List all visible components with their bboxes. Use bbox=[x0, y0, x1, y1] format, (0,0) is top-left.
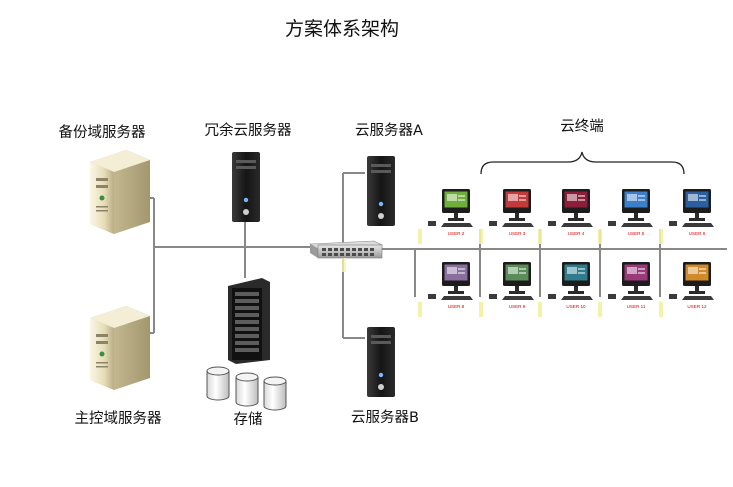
keyboard-icon bbox=[682, 223, 714, 227]
cloud-server-a-icon bbox=[367, 156, 395, 226]
keyboard-icon bbox=[441, 296, 473, 300]
thin-client-box bbox=[428, 294, 436, 299]
cloud-terminal: USER 12 bbox=[659, 262, 714, 317]
terminal-label: USER 5 bbox=[628, 231, 645, 236]
page-title: 方案体系架构 bbox=[285, 18, 399, 40]
thin-client-box bbox=[548, 221, 556, 226]
thin-client-box bbox=[428, 221, 436, 226]
main-server-label: 主控域服务器 bbox=[75, 410, 162, 427]
storage-disk-icon bbox=[263, 376, 287, 411]
cloud-terminal: USER 4 bbox=[538, 189, 593, 244]
cloud-terminal: USER 3 bbox=[479, 189, 534, 244]
cloud-terminal: USER 6 bbox=[659, 189, 714, 244]
keyboard-icon bbox=[502, 223, 534, 227]
terminal-label: USER 12 bbox=[687, 304, 707, 309]
thin-client-box bbox=[489, 221, 497, 226]
keyboard-icon bbox=[621, 223, 653, 227]
terminal-label: USER 6 bbox=[689, 231, 706, 236]
cloud-terminal: USER 2 bbox=[418, 189, 473, 244]
network-switch-icon bbox=[309, 240, 384, 272]
cloud-terminal: USER 9 bbox=[479, 262, 534, 317]
backup-server-icon bbox=[90, 150, 150, 234]
cloud-terminal: USER 5 bbox=[598, 189, 653, 244]
terminal-label: USER 3 bbox=[509, 231, 526, 236]
terminals-brace bbox=[480, 151, 685, 175]
keyboard-icon bbox=[502, 296, 534, 300]
cloud-terminals-label: 云终端 bbox=[560, 118, 604, 135]
cloud-terminal: USER 8 bbox=[418, 262, 473, 317]
terminal-label: USER 9 bbox=[509, 304, 526, 309]
keyboard-icon bbox=[682, 296, 714, 300]
storage-rack-icon bbox=[228, 278, 270, 364]
redundant-cloud-label: 冗余云服务器 bbox=[205, 121, 292, 139]
network-lines bbox=[148, 172, 727, 339]
cloud-terminal: USER 11 bbox=[598, 262, 653, 317]
keyboard-icon bbox=[561, 223, 593, 227]
storage-disk-icon bbox=[235, 372, 259, 407]
keyboard-icon bbox=[561, 296, 593, 300]
terminal-label: USER 2 bbox=[448, 231, 465, 236]
cloud-server-a-label: 云服务器A bbox=[355, 122, 423, 139]
terminals-group: USER 2 USER 3 USER 4 USER 5 USER 6 USER 8 USER… bbox=[418, 189, 714, 317]
thin-client-box bbox=[608, 221, 616, 226]
terminal-label: USER 11 bbox=[627, 304, 646, 309]
cloud-server-b-icon bbox=[367, 327, 395, 397]
thin-client-box bbox=[489, 294, 497, 299]
thin-client-box bbox=[608, 294, 616, 299]
redundant-cloud-server-icon bbox=[232, 152, 260, 222]
thin-client-box bbox=[669, 221, 677, 226]
cloud-server-b-label: 云服务器B bbox=[351, 409, 419, 426]
keyboard-icon bbox=[621, 296, 653, 300]
thin-client-box bbox=[669, 294, 677, 299]
thin-client-box bbox=[548, 294, 556, 299]
main-server-icon bbox=[90, 306, 150, 390]
keyboard-icon bbox=[441, 223, 473, 227]
terminal-label: USER 10 bbox=[566, 304, 586, 309]
terminal-label: USER 4 bbox=[568, 231, 585, 236]
storage-disk-icon bbox=[206, 366, 230, 401]
backup-server-label: 备份域服务器 bbox=[59, 124, 146, 141]
cloud-terminal: USER 10 bbox=[538, 262, 593, 317]
storage-label: 存储 bbox=[234, 411, 263, 428]
terminal-label: USER 8 bbox=[448, 304, 465, 309]
